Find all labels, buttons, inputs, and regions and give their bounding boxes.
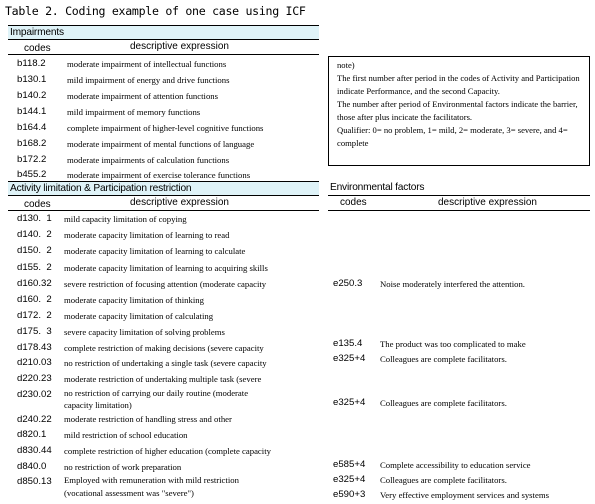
environment-heading-rule	[328, 195, 590, 196]
activity-heading-band: Activity limitation & Participation rest…	[8, 181, 319, 196]
impairment-code: b168.2	[17, 138, 47, 149]
activity-code: d210.03	[17, 357, 52, 368]
note-label: note)	[337, 60, 355, 70]
activity-code: d220.23	[17, 373, 52, 384]
activity-code: d160.32	[17, 278, 52, 289]
activity-desc: Employed with remuneration with mild res…	[64, 475, 239, 485]
impairment-desc: moderate impairment of attention functio…	[67, 91, 219, 101]
activity-desc: complete restriction of higher education…	[64, 446, 271, 456]
activity-code: d175. 3	[17, 326, 52, 337]
environment-desc: Very effective employment services and s…	[380, 490, 549, 500]
impairment-desc: mild impairment of memory functions	[67, 107, 201, 117]
activity-desc: mild restriction of school education	[64, 430, 188, 440]
environment-desc: Colleagues are complete facilitators.	[380, 354, 507, 364]
impairment-code: b140.2	[17, 90, 47, 101]
environment-header-rule	[328, 210, 590, 211]
impairments-heading-band: Impairments	[8, 25, 319, 40]
impairment-code: b118.2	[17, 58, 46, 69]
environment-code: e325+4	[333, 353, 366, 364]
activity-desc: moderate restriction of handling stress …	[64, 414, 232, 424]
activity-code: d140. 2	[17, 229, 52, 240]
note-paragraph-qualifier: Qualifier: 0= no problem, 1= mild, 2= mo…	[337, 125, 568, 148]
activity-desc: complete restriction of making decisions…	[64, 343, 264, 353]
impairment-code: b164.4	[17, 122, 47, 133]
activity-code: d155. 2	[17, 262, 52, 273]
activity-code: d230.02	[17, 389, 52, 400]
impairment-code: b130.1	[17, 74, 47, 85]
activity-code: d840.0	[17, 461, 47, 472]
activity-desc: no restriction of work preparation	[64, 462, 182, 472]
note-paragraph-performance: The first number after period in the cod…	[337, 73, 580, 96]
activity-code: d820.1	[17, 429, 47, 440]
environment-code: e590+3	[333, 489, 366, 500]
environment-code: e250.3	[333, 278, 363, 289]
impairments-header-rule	[8, 54, 319, 55]
environment-desc: Colleagues are complete facilitators.	[380, 398, 507, 408]
impairment-desc: moderate impairment of exercise toleranc…	[67, 170, 251, 180]
activity-desc: moderate capacity limitation of calculat…	[64, 311, 214, 321]
impairment-desc: moderate impairment of intellectual func…	[67, 59, 227, 69]
activity-desc: no restriction of carrying our daily rou…	[64, 388, 249, 398]
activity-desc: moderate capacity limitation of learning…	[64, 246, 246, 256]
activity-desc: severe restriction of focusing attention…	[64, 279, 267, 289]
environment-code: e135.4	[333, 338, 363, 349]
activity-code: d160. 2	[17, 294, 52, 305]
activity-desc: moderate capacity limitation of thinking	[64, 295, 204, 305]
impairment-desc: moderate impairment of mental functions …	[67, 139, 255, 149]
impairment-code: b144.1	[17, 106, 47, 117]
activity-desc: no restriction of undertaking a single t…	[64, 358, 267, 368]
activity-heading: Activity limitation & Participation rest…	[10, 183, 192, 194]
impairments-heading: Impairments	[10, 27, 64, 38]
activity-desc: moderate capacity limitation of learning…	[64, 263, 268, 273]
activity-code: d150. 2	[17, 245, 52, 256]
impairment-desc: complete impairment of higher-level cogn…	[67, 123, 264, 133]
environment-code: e325+4	[333, 474, 366, 485]
activity-col-desc: descriptive expression	[130, 197, 229, 208]
activity-desc: mild capacity limitation of copying	[64, 214, 187, 224]
environment-desc: Complete accessibility to education serv…	[380, 460, 531, 470]
impairment-desc: mild impairment of energy and drive func…	[67, 75, 230, 85]
note-paragraph-environment: The number after period of Environmental…	[337, 99, 578, 122]
activity-code: d130. 1	[17, 213, 52, 224]
activity-code: d830.44	[17, 445, 52, 456]
impairments-col-desc: descriptive expression	[130, 41, 229, 52]
activity-desc: moderate capacity limitation of learning…	[64, 230, 230, 240]
environment-desc: The product was too complicated to make	[380, 339, 526, 349]
activity-code: d178.43	[17, 342, 52, 353]
environment-code: e325+4	[333, 397, 366, 408]
environment-heading: Environmental factors	[330, 182, 425, 193]
table-title: Table 2. Coding example of one case usin…	[5, 4, 306, 18]
impairment-desc: moderate impairments of calculation func…	[67, 155, 230, 165]
environment-code: e585+4	[333, 459, 366, 470]
activity-code: d172. 2	[17, 310, 52, 321]
note-box: note) The first number after period in t…	[328, 56, 590, 166]
activity-desc-continued: (vocational assessment was "severe")	[64, 488, 194, 498]
environment-col-codes: codes	[340, 197, 367, 208]
activity-code: d240.22	[17, 414, 52, 425]
environment-desc: Colleagues are complete facilitators.	[380, 475, 507, 485]
activity-code: d850.13	[17, 476, 52, 487]
environment-desc: Noise moderately interfered the attentio…	[380, 279, 525, 289]
activity-desc: severe capacity limitation of solving pr…	[64, 327, 225, 337]
impairment-code: b455.2	[17, 169, 47, 180]
impairments-col-codes: codes	[24, 43, 51, 54]
activity-desc: moderate restriction of undertaking mult…	[64, 374, 262, 384]
activity-header-rule	[8, 210, 319, 211]
impairment-code: b172.2	[17, 154, 47, 165]
environment-col-desc: descriptive expression	[438, 197, 537, 208]
activity-col-codes: codes	[24, 199, 51, 210]
activity-desc-continued: capacity limitation)	[64, 400, 132, 410]
